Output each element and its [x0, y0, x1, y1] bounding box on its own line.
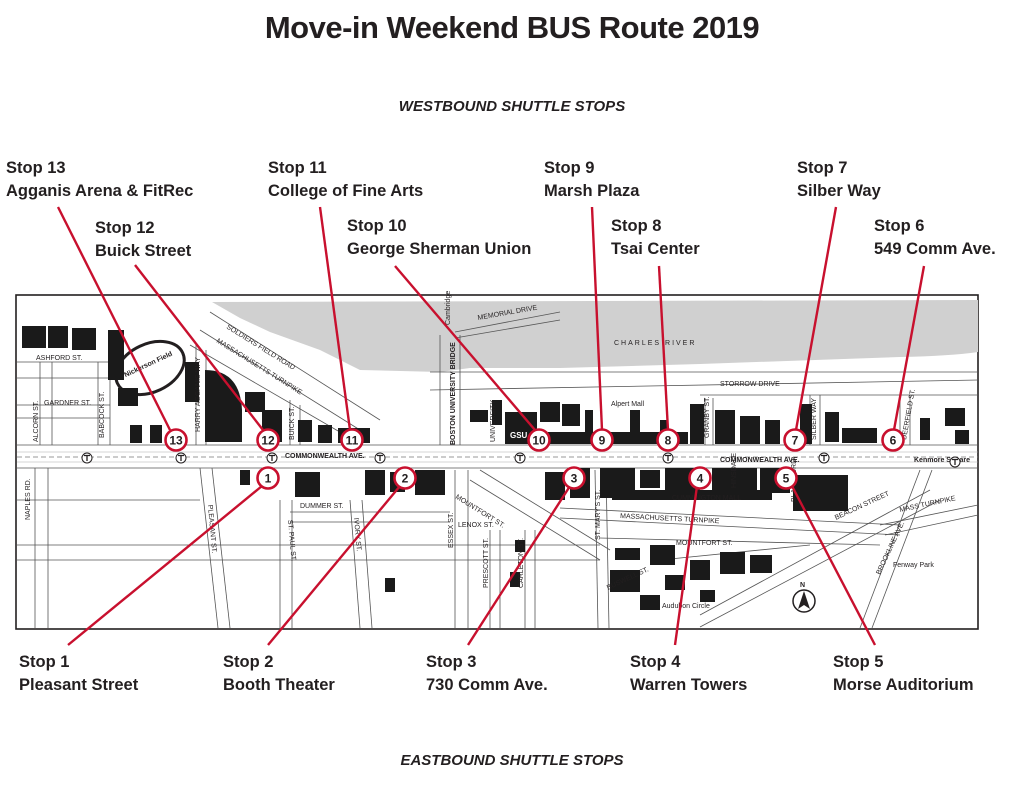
- stop-markers: 13 12 11 10 9 8 7 6 1 2 3 4 5: [164, 428, 905, 490]
- svg-text:NAPLES RD.: NAPLES RD.: [25, 478, 32, 520]
- svg-text:N: N: [800, 582, 805, 589]
- buildings: [22, 326, 969, 610]
- svg-text:COMMONWEALTH AVE.: COMMONWEALTH AVE.: [720, 457, 800, 464]
- stop-leader-lines: [56, 206, 926, 646]
- mbta-t-icon: [514, 452, 526, 464]
- svg-text:ST. MARY'S ST.: ST. MARY'S ST.: [595, 490, 602, 540]
- stop-7-marker[interactable]: 7: [783, 428, 807, 452]
- svg-text:10: 10: [532, 434, 546, 448]
- svg-text:STORROW DRIVE: STORROW DRIVE: [720, 381, 780, 388]
- svg-text:ESSEX ST.: ESSEX ST.: [448, 513, 455, 548]
- charles-river: [212, 300, 978, 372]
- stop-3-marker[interactable]: 3: [562, 466, 586, 490]
- svg-text:Fenway Park: Fenway Park: [893, 562, 934, 569]
- svg-text:LENOX ST.: LENOX ST.: [458, 522, 494, 529]
- svg-text:MOUNTFORT ST.: MOUNTFORT ST.: [676, 540, 733, 547]
- svg-text:1: 1: [265, 472, 272, 486]
- svg-text:11: 11: [346, 434, 359, 448]
- svg-text:8: 8: [665, 434, 672, 448]
- svg-text:3: 3: [571, 472, 578, 486]
- stop-8-marker[interactable]: 8: [656, 428, 680, 452]
- mbta-t-icon: [175, 452, 187, 464]
- stop-11-marker[interactable]: 11: [340, 428, 364, 452]
- svg-text:GRANBY ST.: GRANBY ST.: [704, 396, 711, 438]
- stop-10-marker[interactable]: 10: [527, 428, 551, 452]
- svg-text:7: 7: [792, 434, 799, 448]
- mbta-t-icon: [81, 452, 93, 464]
- svg-text:SILBER WAY: SILBER WAY: [811, 398, 818, 440]
- mbta-t-icons: [81, 452, 961, 468]
- stop-6-marker[interactable]: 6: [881, 428, 905, 452]
- svg-text:PRESCOTT ST.: PRESCOTT ST.: [483, 538, 490, 588]
- svg-text:UNIVERSITY: UNIVERSITY: [490, 400, 497, 442]
- svg-text:Kenmore Square: Kenmore Square: [914, 457, 970, 464]
- mbta-t-icon: [266, 452, 278, 464]
- svg-text:BABCOCK ST.: BABCOCK ST.: [99, 392, 106, 438]
- stop-1-marker[interactable]: 1: [256, 466, 280, 490]
- svg-text:13: 13: [169, 434, 183, 448]
- svg-text:CUMMINGTON MALL: CUMMINGTON MALL: [672, 495, 741, 502]
- svg-text:DUMMER ST.: DUMMER ST.: [300, 503, 344, 510]
- svg-text:6: 6: [890, 434, 897, 448]
- svg-text:HARRY AGGANIS WAY: HARRY AGGANIS WAY: [195, 357, 202, 432]
- svg-text:PLEASANT ST.: PLEASANT ST.: [206, 505, 217, 554]
- svg-text:ASHFORD ST.: ASHFORD ST.: [36, 355, 82, 362]
- svg-text:Alpert Mall: Alpert Mall: [611, 401, 645, 408]
- svg-text:BOSTON UNIVERSITY BRIDGE: BOSTON UNIVERSITY BRIDGE: [450, 342, 457, 445]
- svg-text:9: 9: [599, 434, 606, 448]
- svg-text:5: 5: [783, 472, 790, 486]
- mbta-t-icon: [662, 452, 674, 464]
- westbound-heading: WESTBOUND SHUTTLE STOPS: [398, 98, 626, 115]
- svg-text:ALCORN ST.: ALCORN ST.: [33, 401, 40, 442]
- mbta-t-icon: [949, 456, 961, 468]
- stop-2-marker[interactable]: 2: [393, 466, 417, 490]
- svg-text:GARDNER ST.: GARDNER ST.: [44, 400, 91, 407]
- map-title: Move-in Weekend BUS Route 2019: [264, 10, 760, 45]
- stop-13-marker[interactable]: 13: [164, 428, 188, 452]
- svg-text:GSU: GSU: [510, 431, 528, 440]
- eastbound-heading: EASTBOUND SHUTTLE STOPS: [400, 752, 624, 769]
- svg-text:COMMONWEALTH AVE.: COMMONWEALTH AVE.: [285, 453, 365, 460]
- road-network: [17, 311, 979, 629]
- svg-text:Audubon Circle: Audubon Circle: [662, 603, 710, 610]
- stop-4-marker[interactable]: 4: [688, 466, 712, 490]
- svg-text:IVORY ST.: IVORY ST.: [352, 518, 362, 552]
- charles-river-label: CHARLES RIVER: [614, 340, 696, 347]
- north-arrow-icon: [792, 589, 816, 613]
- svg-text:ST. PAUL ST.: ST. PAUL ST.: [286, 520, 297, 562]
- svg-text:Cambridge: Cambridge: [445, 291, 452, 325]
- svg-text:12: 12: [261, 434, 275, 448]
- mbta-t-icon: [818, 452, 830, 464]
- svg-text:2: 2: [402, 472, 409, 486]
- stop-5-marker[interactable]: 5: [774, 466, 798, 490]
- svg-text:HINSDALE: HINSDALE: [731, 453, 738, 488]
- stop-12-marker[interactable]: 12: [256, 428, 280, 452]
- svg-text:BUICK ST.: BUICK ST.: [289, 406, 296, 440]
- stop-9-marker[interactable]: 9: [590, 428, 614, 452]
- svg-text:4: 4: [697, 472, 704, 486]
- mbta-t-icon: [374, 452, 386, 464]
